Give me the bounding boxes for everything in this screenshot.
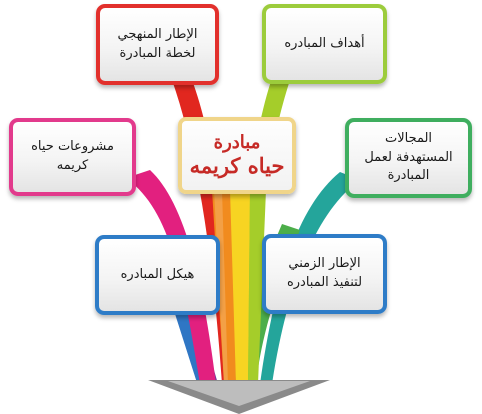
card-projects: مشروعات حياه كريمه bbox=[9, 118, 136, 196]
center-title-line1: مبادرة bbox=[213, 131, 261, 153]
card-goals-line1: أهداف المبادره bbox=[284, 35, 365, 51]
card-methodology: الإطار المنهجي لخطة المبادرة bbox=[96, 4, 219, 85]
card-structure: هيكل المبادره bbox=[95, 235, 220, 315]
card-timeline-line1: الإطار الزمني bbox=[288, 256, 361, 272]
card-projects-line2: كريمه bbox=[56, 158, 89, 173]
card-fields-line2: المستهدفة لعمل bbox=[364, 149, 453, 165]
card-fields: المجالات المستهدفة لعمل المبادرة bbox=[345, 118, 472, 198]
card-methodology-line2: لخطة المبادرة bbox=[119, 45, 196, 61]
ribbon-pink bbox=[126, 170, 216, 384]
card-methodology-line1: الإطار المنهجي bbox=[117, 26, 198, 42]
card-timeline-line2: لتنفيذ المبادره bbox=[286, 275, 363, 290]
card-goals: أهداف المبادره bbox=[262, 4, 387, 84]
ribbon-lime-front bbox=[248, 190, 266, 384]
card-fields-line3: المبادرة bbox=[387, 168, 430, 184]
card-timeline: الإطار الزمني لتنفيذ المبادره bbox=[262, 234, 387, 314]
card-projects-line1: مشروعات حياه bbox=[31, 139, 114, 155]
arrow-head-highlight bbox=[168, 381, 310, 406]
arrow-head bbox=[148, 380, 330, 414]
card-fields-line1: المجالات bbox=[384, 130, 433, 146]
center-title-box: مبادرة حياه كريمه bbox=[178, 117, 296, 194]
ribbon-teal bbox=[260, 172, 360, 384]
center-title-line2: حياه كريمه bbox=[189, 153, 285, 179]
ribbon-yellow bbox=[230, 190, 250, 384]
card-structure-line1: هيكل المبادره bbox=[120, 266, 195, 282]
